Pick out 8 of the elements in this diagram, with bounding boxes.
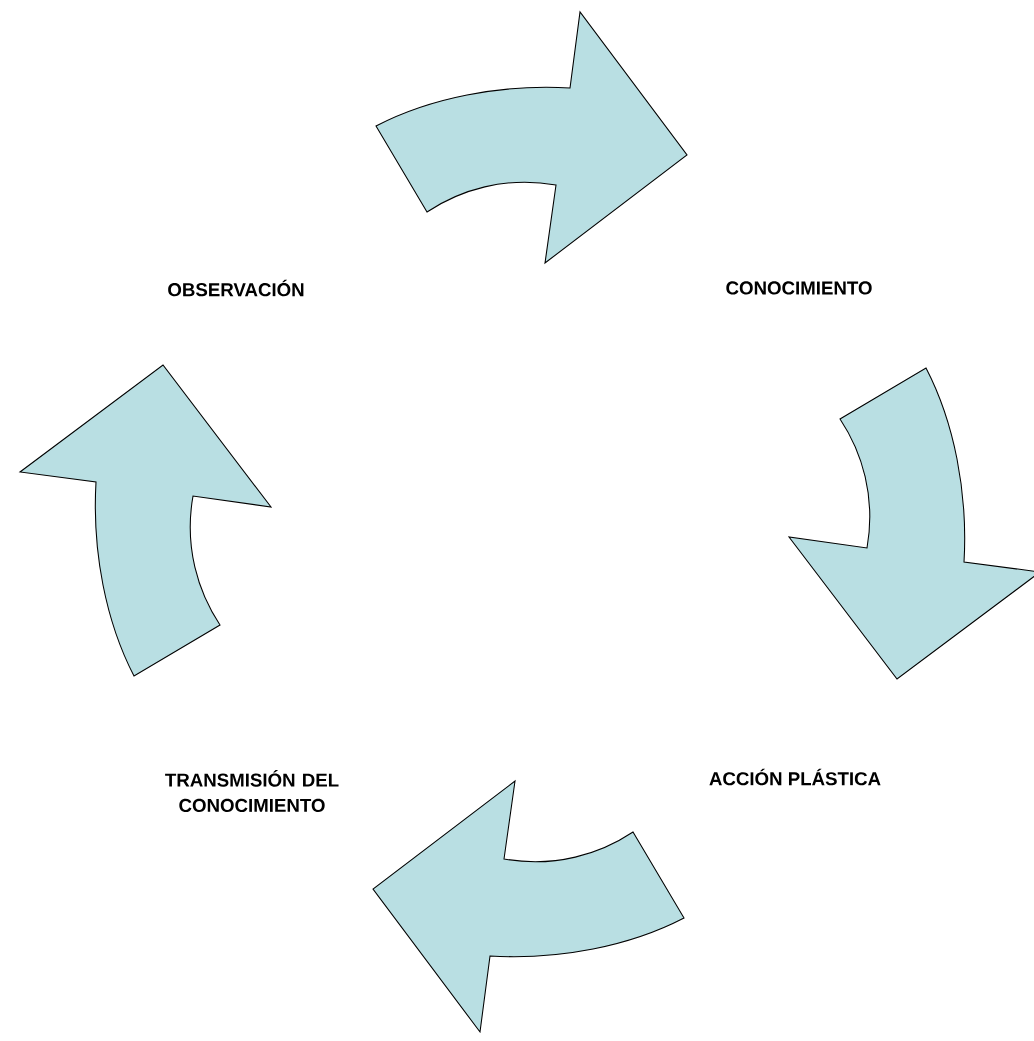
node-label: TRANSMISIÓN DEL CONOCIMIENTO [165, 769, 339, 813]
curved-arrow [788, 367, 1034, 680]
curved-arrow [372, 780, 685, 1033]
node-label: CONOCIMIENTO [726, 281, 872, 295]
node-label: ACCIÓN PLÁSTICA [709, 768, 881, 786]
curved-arrow [19, 364, 272, 677]
curved-arrow [375, 11, 688, 264]
node-label: OBSERVACIÓN [168, 279, 304, 297]
